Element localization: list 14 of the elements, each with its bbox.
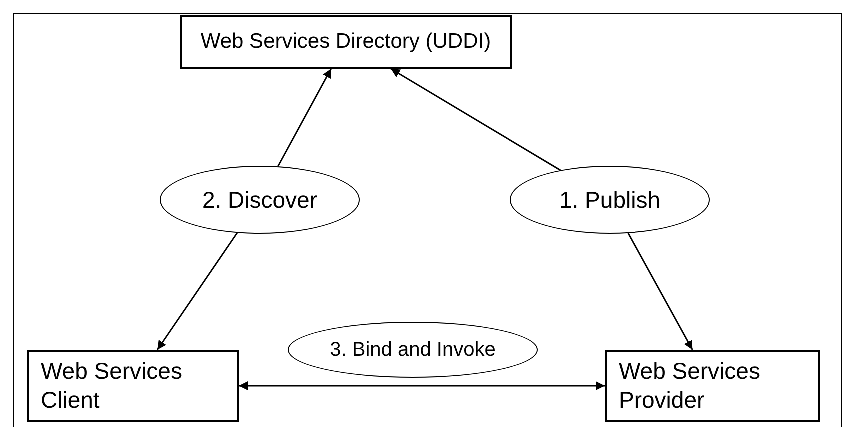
- node-label: Web Services Client: [41, 357, 184, 415]
- arrow: [156, 232, 238, 350]
- node-label: 1. Publish: [559, 186, 660, 215]
- provider-box: [605, 350, 820, 422]
- node-label: Web Services Provider: [619, 357, 762, 415]
- arrow: [278, 68, 332, 167]
- client-box: [27, 350, 239, 422]
- node-label: 3. Bind and Invoke: [330, 338, 496, 363]
- node-label: 2. Discover: [202, 186, 318, 215]
- arrow: [628, 233, 694, 350]
- node-label: Web Services Directory (UDDI): [200, 29, 492, 56]
- arrow: [239, 382, 605, 390]
- directory-box: [180, 15, 512, 69]
- arrow: [390, 68, 561, 172]
